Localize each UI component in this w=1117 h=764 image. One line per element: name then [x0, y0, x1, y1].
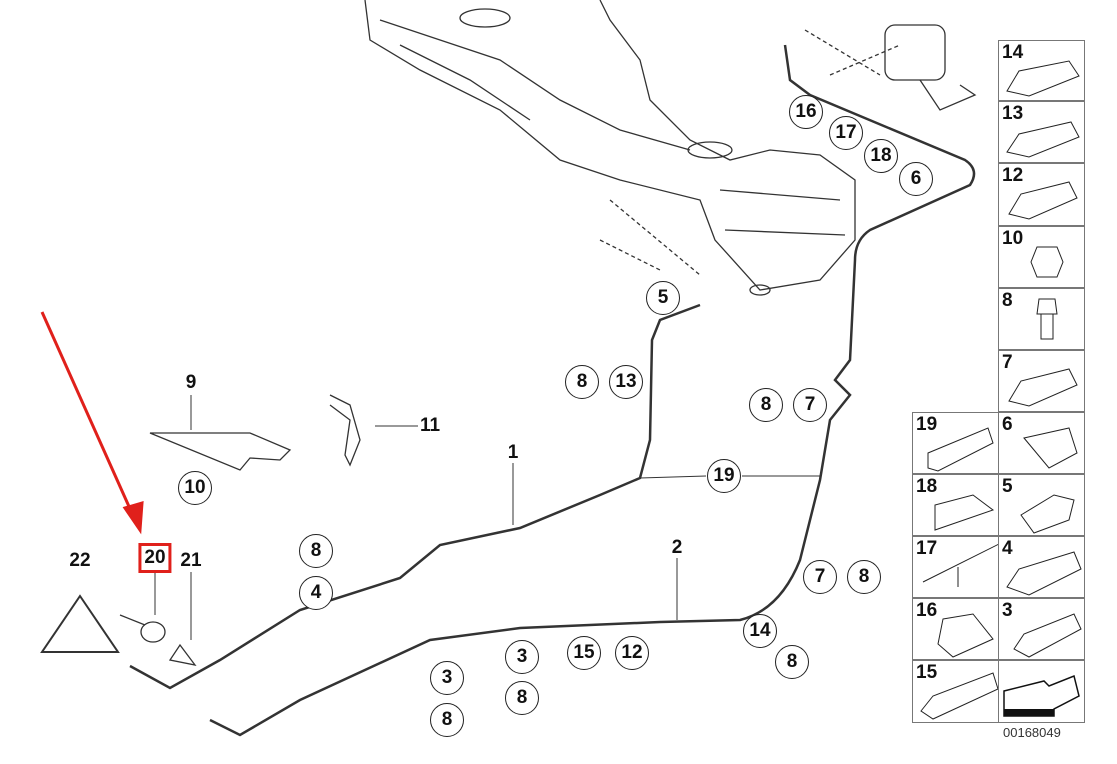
clip-icon [1008, 181, 1078, 220]
legend-cell-16[interactable]: 16 [912, 598, 999, 660]
clip-icon [1013, 613, 1082, 658]
callout-8[interactable]: 8 [565, 365, 599, 399]
bracket-9-drawing [149, 432, 292, 471]
bracket-11-drawing [329, 394, 361, 467]
warning-triangle-icon [40, 594, 120, 653]
clip-icon [920, 672, 999, 720]
legend-cell-18[interactable]: 18 [912, 474, 999, 536]
leader-lines [154, 395, 820, 640]
callout-8[interactable]: 8 [847, 560, 881, 594]
label-part-20-highlighted[interactable]: 20 [138, 543, 172, 573]
clip-icon [922, 543, 999, 587]
bolt-icon [1036, 298, 1058, 340]
clip-icon [1020, 494, 1075, 534]
clip-icon [934, 494, 995, 531]
legend-cell-3[interactable]: 3 [998, 598, 1085, 660]
callout-8[interactable]: 8 [775, 645, 809, 679]
callout-3[interactable]: 3 [505, 640, 539, 674]
legend-cell-17[interactable]: 17 [912, 536, 999, 598]
legend-cell-5[interactable]: 5 [998, 474, 1085, 536]
callout-8[interactable]: 8 [299, 534, 333, 568]
label-line-1[interactable]: 1 [507, 442, 519, 463]
callout-17[interactable]: 17 [829, 116, 863, 150]
label-part-21[interactable]: 21 [180, 550, 202, 571]
diagram-part-number: 00168049 [1003, 725, 1061, 740]
callout-6[interactable]: 6 [899, 162, 933, 196]
legend-label: 4 [1002, 538, 1013, 559]
clip-icon [1006, 121, 1080, 158]
legend-cell-19[interactable]: 19 [912, 412, 999, 474]
callout-7[interactable]: 7 [793, 388, 827, 422]
fuel-tank-drawing [364, 0, 856, 296]
label-part-11[interactable]: 11 [419, 415, 441, 436]
legend-label: 14 [1002, 42, 1024, 63]
legend-label: 13 [1002, 103, 1024, 124]
legend-label: 17 [916, 538, 938, 559]
callout-7[interactable]: 7 [803, 560, 837, 594]
callout-12[interactable]: 12 [615, 636, 649, 670]
callout-3[interactable]: 3 [430, 661, 464, 695]
legend-cell-10[interactable]: 10 [998, 226, 1085, 288]
legend-cell-14[interactable]: 14 [998, 40, 1085, 101]
callout-18[interactable]: 18 [864, 139, 898, 173]
nut-icon [1030, 246, 1064, 278]
legend-label: 3 [1002, 600, 1013, 621]
callout-14[interactable]: 14 [743, 614, 777, 648]
clip-icon [1006, 60, 1080, 97]
callout-15[interactable]: 15 [567, 636, 601, 670]
legend-label: 16 [916, 600, 938, 621]
callout-8[interactable]: 8 [505, 681, 539, 715]
legend-label: 12 [1002, 165, 1024, 186]
arrow-left-icon [1003, 674, 1080, 717]
callout-13[interactable]: 13 [609, 365, 643, 399]
legend-cell-4[interactable]: 4 [998, 536, 1085, 598]
clip-icon [927, 427, 994, 472]
legend-label: 5 [1002, 476, 1013, 497]
legend-cell-7[interactable]: 7 [998, 350, 1085, 412]
legend-label: 7 [1002, 352, 1013, 373]
callout-8[interactable]: 8 [749, 388, 783, 422]
clip-icon [1023, 427, 1078, 469]
callout-8[interactable]: 8 [430, 703, 464, 737]
legend-cell-8[interactable]: 8 [998, 288, 1085, 350]
callout-10[interactable]: 10 [178, 471, 212, 505]
legend-label: 6 [1002, 414, 1013, 435]
legend-cell-6[interactable]: 6 [998, 412, 1085, 474]
legend-label: 15 [916, 662, 938, 683]
legend-label: 19 [916, 414, 938, 435]
legend-label: 10 [1002, 228, 1024, 249]
legend-label: 8 [1002, 290, 1013, 311]
callout-5[interactable]: 5 [646, 281, 680, 315]
label-part-22[interactable]: 22 [69, 550, 91, 571]
legend-cell-15[interactable]: 15 [912, 660, 999, 723]
clip-icon [937, 613, 994, 658]
red-pointer-arrow [40, 311, 144, 535]
label-part-9[interactable]: 9 [185, 372, 197, 393]
legend-cell-12[interactable]: 12 [998, 163, 1085, 226]
callout-19[interactable]: 19 [707, 459, 741, 493]
fuel-cap-drawing [119, 614, 197, 666]
callout-4[interactable]: 4 [299, 576, 333, 610]
clip-icon [1008, 368, 1078, 407]
callout-16[interactable]: 16 [789, 95, 823, 129]
legend-label: 18 [916, 476, 938, 497]
label-line-2[interactable]: 2 [671, 537, 683, 558]
legend-cell-arrow[interactable] [998, 660, 1085, 723]
canister-drawing [804, 24, 977, 111]
clip-icon [1006, 551, 1082, 596]
legend-cell-13[interactable]: 13 [998, 101, 1085, 163]
